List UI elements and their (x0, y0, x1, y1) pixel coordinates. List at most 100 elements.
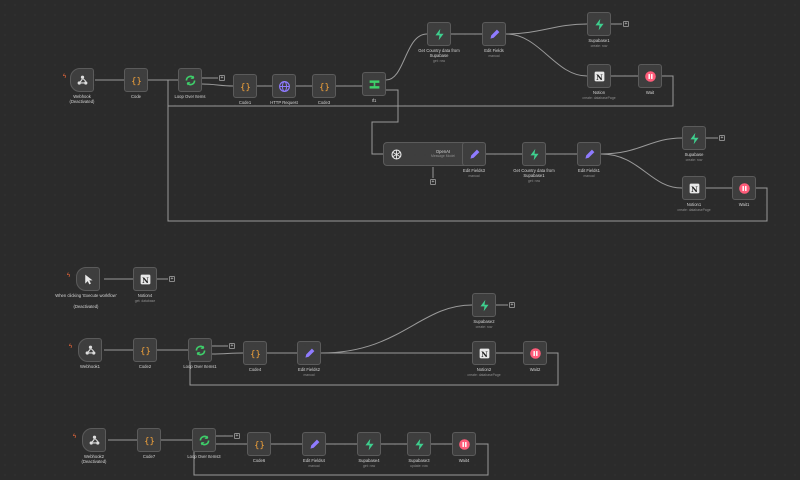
node-supabase1[interactable] (587, 12, 611, 36)
node-get-country-data1[interactable] (522, 142, 546, 166)
node-webhook2[interactable] (82, 428, 106, 452)
node-get-country-data[interactable] (427, 22, 451, 46)
svg-text:{}: {} (319, 82, 330, 92)
node-subtitle: manual (303, 373, 315, 377)
node-code4[interactable]: {} (243, 341, 267, 365)
node-notion[interactable]: N (587, 64, 611, 88)
add-node-button[interactable]: + (509, 302, 515, 308)
supabase-bolt-icon (364, 438, 374, 450)
pencil-icon (584, 149, 594, 159)
node-label: Edit Fields1 (578, 168, 600, 173)
notion-icon: N (594, 71, 604, 81)
notion-icon: N (140, 274, 150, 284)
add-node-button[interactable]: + (719, 135, 725, 141)
supabase-bolt-icon (689, 132, 699, 144)
node-supabase2[interactable] (472, 293, 496, 317)
node-webhook1[interactable] (78, 338, 102, 362)
code-braces-icon: {} (140, 346, 151, 356)
svg-text:{}: {} (254, 440, 265, 450)
node-if1[interactable] (362, 72, 386, 96)
svg-text:{}: {} (144, 436, 155, 446)
code-braces-icon: {} (144, 436, 155, 446)
webhook-icon (89, 435, 99, 445)
node-code6[interactable]: {} (247, 432, 271, 456)
code-braces-icon: {} (319, 82, 330, 92)
node-edit-fields[interactable] (482, 22, 506, 46)
code-braces-icon: {} (250, 349, 261, 359)
svg-text:{}: {} (131, 76, 142, 86)
node-notion1[interactable]: N (682, 176, 706, 200)
node-subtitle: get: row (527, 179, 541, 183)
node-label: Loop Over Items1 (183, 364, 217, 369)
node-notion2[interactable]: N (472, 341, 496, 365)
node-supabase[interactable] (682, 126, 706, 150)
node-subtitle: create: row (475, 325, 493, 329)
pause-icon (738, 182, 750, 194)
svg-text:N: N (596, 72, 603, 81)
node-label: Notion1 (686, 202, 702, 207)
edge (201, 83, 234, 87)
node-subtitle: get: row (432, 59, 446, 63)
node-label: Code (130, 94, 141, 99)
node-code2[interactable]: {} (133, 338, 157, 362)
if-split-icon (369, 79, 379, 89)
trigger-bolt-icon: ϟ (73, 434, 77, 440)
node-loop-over-items3[interactable] (192, 428, 216, 452)
node-code[interactable]: {} (124, 68, 148, 92)
trigger-bolt-icon: ϟ (63, 74, 67, 80)
node-code7[interactable]: {} (137, 428, 161, 452)
node-label: If1 (371, 98, 377, 103)
node-notion4[interactable]: N (133, 267, 157, 291)
supabase-bolt-icon (434, 28, 444, 40)
node-wait2[interactable] (523, 341, 547, 365)
node-edit-fields4[interactable] (302, 432, 326, 456)
node-subtitle: get: row (362, 464, 376, 468)
add-model-button[interactable]: + (430, 179, 436, 185)
add-node-button[interactable]: + (229, 343, 235, 349)
loop-arrows-icon (199, 435, 209, 445)
node-supabase3[interactable] (407, 432, 431, 456)
node-subtitle: manual (583, 174, 595, 178)
node-label: Webhook1 (80, 364, 100, 369)
svg-text:{}: {} (250, 349, 261, 359)
edge (371, 89, 399, 155)
edge (167, 86, 768, 222)
node-subtitle: create: databasePage (467, 373, 501, 377)
node-edit-fields2[interactable] (297, 341, 321, 365)
node-wait4[interactable] (452, 432, 476, 456)
node-subtitle: get: database (134, 299, 156, 303)
node-manual-trigger[interactable] (76, 267, 100, 291)
add-node-button[interactable]: + (623, 21, 629, 27)
node-label: Loop Over Items3 (187, 454, 221, 459)
edge (505, 33, 588, 77)
node-label: Wait1 (738, 202, 750, 207)
node-label: When clicking ‘Execute workflow’ (55, 293, 117, 298)
node-code3[interactable]: {} (312, 74, 336, 98)
supabase-bolt-icon (479, 299, 489, 311)
supabase-bolt-icon (529, 148, 539, 160)
add-node-button[interactable]: + (219, 75, 225, 81)
node-label: Supabase1 (588, 38, 610, 43)
edge (320, 304, 473, 354)
node-label: Notion4 (137, 293, 153, 298)
node-wait[interactable] (638, 64, 662, 88)
node-subtitle: create: row (685, 158, 703, 162)
add-node-button[interactable]: + (234, 433, 240, 439)
node-edit-fields3[interactable] (462, 142, 486, 166)
node-edit-fields1[interactable] (577, 142, 601, 166)
node-wait1[interactable] (732, 176, 756, 200)
webhook-icon (77, 75, 87, 85)
code-braces-icon: {} (240, 82, 251, 92)
node-code1[interactable]: {} (233, 74, 257, 98)
notion-icon: N (479, 348, 489, 358)
node-subtitle: create: databasePage (677, 208, 711, 212)
node-webhook[interactable] (70, 68, 94, 92)
add-node-button[interactable]: + (169, 276, 175, 282)
node-supabase4[interactable] (357, 432, 381, 456)
loop-arrows-icon (195, 345, 205, 355)
node-loop-over-items[interactable] (178, 68, 202, 92)
node-loop-over-items1[interactable] (188, 338, 212, 362)
node-http-request[interactable] (272, 74, 296, 98)
node-label: Edit Fields3 (463, 168, 485, 173)
